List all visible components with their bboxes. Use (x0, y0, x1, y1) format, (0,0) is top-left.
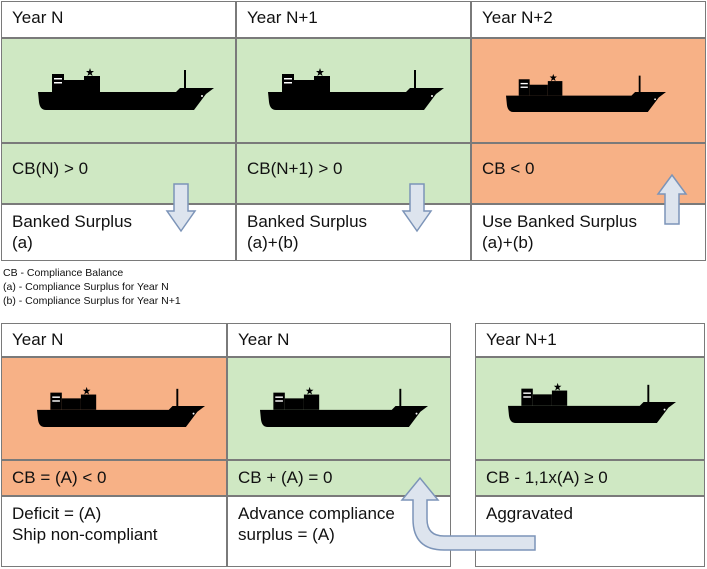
bottom-text-1: Deficit = (A) Ship non-compliant (1, 496, 227, 567)
top-header-3: Year N+2 (471, 1, 706, 38)
top-text-2: Banked Surplus (a)+(b) (236, 204, 471, 261)
ship-icon (506, 73, 666, 112)
down-arrow-icon (165, 183, 197, 233)
bottom-header-2: Year N (227, 323, 451, 357)
top-text-1: Banked Surplus (a) (1, 204, 236, 261)
down-arrow-icon (401, 183, 433, 233)
bottom-text-1-line2: Ship non-compliant (12, 525, 158, 544)
top-ship-cell-3 (471, 38, 706, 143)
up-arrow-icon (656, 173, 688, 225)
ship-icon (268, 68, 444, 110)
top-text-2-line1: Banked Surplus (247, 212, 368, 231)
legend-line-3: (b) - Compliance Surplus for Year N+1 (3, 295, 181, 307)
bottom-text-3-line1: Aggravated (486, 504, 573, 523)
bottom-text-1-line1: Deficit = (A) (12, 504, 102, 523)
elbow-arrow-icon (400, 476, 536, 551)
bottom-header-1: Year N (1, 323, 227, 357)
bottom-header-3: Year N+1 (475, 323, 705, 357)
top-header-2: Year N+1 (236, 1, 471, 38)
bottom-text-3: Aggravated (475, 496, 705, 567)
ship-icon (38, 68, 214, 110)
top-text-3-line1: Use Banked Surplus (482, 212, 637, 231)
bottom-cb-1: CB = (A) < 0 (1, 460, 227, 496)
legend-line-1: CB - Compliance Balance (3, 267, 124, 279)
bottom-text-2-line1: Advance compliance (238, 504, 395, 523)
top-cb-2: CB(N+1) > 0 (236, 143, 471, 204)
top-header-1: Year N (1, 1, 236, 38)
top-text-1-line1: Banked Surplus (12, 212, 133, 231)
top-text-3-line2: (a)+(b) (482, 233, 534, 252)
ship-icon (260, 386, 428, 427)
ship-icon (37, 386, 205, 427)
legend-line-2: (a) - Compliance Surplus for Year N (3, 281, 169, 293)
top-text-2-line2: (a)+(b) (247, 233, 299, 252)
bottom-cb-3: CB - 1,1x(A) ≥ 0 (475, 460, 705, 496)
ship-icon (508, 382, 676, 423)
top-cb-1: CB(N) > 0 (1, 143, 236, 204)
bottom-text-2-line2: surplus = (A) (238, 525, 335, 544)
top-text-1-line2: (a) (12, 233, 33, 252)
